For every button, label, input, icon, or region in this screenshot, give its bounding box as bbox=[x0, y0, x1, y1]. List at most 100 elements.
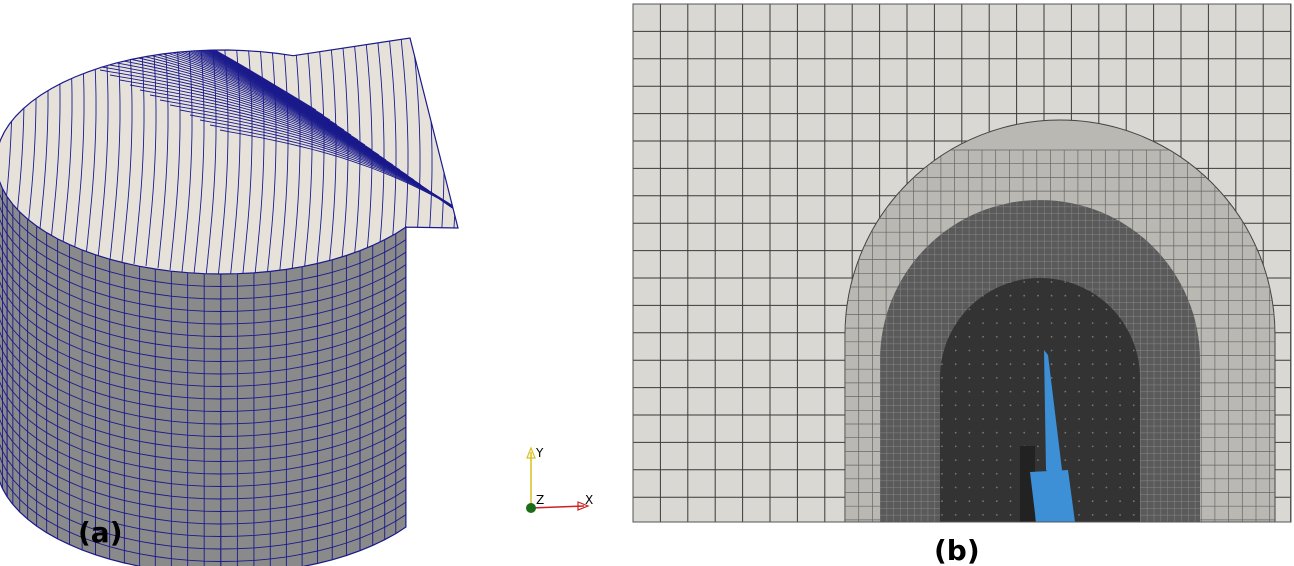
core-dot bbox=[1078, 445, 1080, 448]
core-dot bbox=[1009, 514, 1012, 516]
core-dot bbox=[1037, 390, 1039, 393]
core-dot bbox=[1009, 459, 1012, 461]
curve-grid-horizontal bbox=[0, 301, 406, 412]
core-dot bbox=[1023, 418, 1026, 420]
core-dot bbox=[1037, 445, 1039, 448]
top-grid-line bbox=[139, 89, 458, 274]
panel-a-label: (a) bbox=[78, 516, 123, 549]
core-dot bbox=[1009, 390, 1012, 393]
top-grid-line bbox=[229, 38, 241, 274]
core-dot bbox=[1050, 322, 1053, 324]
top-grid-line bbox=[0, 38, 366, 146]
z-axis-dot bbox=[526, 503, 536, 513]
top-grid-line bbox=[219, 129, 458, 274]
core-dot bbox=[1091, 500, 1094, 503]
core-dot bbox=[1091, 363, 1094, 366]
core-dot bbox=[1037, 404, 1039, 407]
core-dot bbox=[1119, 390, 1121, 393]
core-dot bbox=[1105, 335, 1108, 338]
core-dot bbox=[1078, 431, 1080, 434]
core-dot bbox=[1050, 377, 1053, 379]
core-dot bbox=[1132, 418, 1135, 420]
core-dot bbox=[1009, 404, 1012, 407]
core-dot bbox=[1078, 418, 1080, 420]
core-dot bbox=[995, 335, 998, 338]
panel-b-grid bbox=[633, 4, 1291, 522]
core-dot bbox=[1105, 486, 1108, 489]
core-dot bbox=[1105, 514, 1108, 516]
top-grid-line bbox=[0, 38, 331, 121]
core-dot bbox=[1037, 377, 1039, 379]
curve-grid-horizontal bbox=[0, 276, 406, 387]
core-dot bbox=[968, 404, 971, 407]
core-dot bbox=[1119, 377, 1121, 379]
core-dot bbox=[1078, 322, 1080, 324]
core-dot bbox=[1064, 390, 1067, 393]
core-dot bbox=[1023, 363, 1026, 366]
core-dot bbox=[1037, 322, 1039, 324]
core-dot bbox=[1078, 514, 1080, 516]
core-dot bbox=[1091, 335, 1094, 338]
core-dot bbox=[1037, 431, 1039, 434]
top-grid-line bbox=[193, 38, 205, 274]
core-dot bbox=[1009, 377, 1012, 379]
core-dot bbox=[1119, 486, 1121, 489]
core-dot bbox=[1009, 363, 1012, 366]
core-dot bbox=[1119, 418, 1121, 420]
core-dot bbox=[1119, 459, 1121, 461]
core-dot bbox=[1091, 514, 1094, 516]
core-dot bbox=[941, 500, 943, 503]
x-axis-line bbox=[530, 505, 585, 509]
top-grid-line bbox=[97, 38, 109, 259]
core-dot bbox=[1037, 349, 1039, 352]
core-dot bbox=[954, 363, 957, 366]
core-dot bbox=[1119, 514, 1121, 516]
core-dot bbox=[1119, 472, 1121, 475]
core-dot bbox=[1091, 322, 1094, 324]
core-dot bbox=[954, 335, 957, 338]
core-dot bbox=[1091, 459, 1094, 461]
core-dot bbox=[1105, 390, 1108, 393]
core-refined-region bbox=[940, 278, 1140, 522]
core-dot bbox=[1078, 486, 1080, 489]
core-dot bbox=[1119, 431, 1121, 434]
top-grid-line bbox=[205, 38, 217, 274]
core-dot bbox=[1091, 308, 1094, 311]
core-dot bbox=[1119, 445, 1121, 448]
core-dot bbox=[982, 486, 984, 489]
top-grid-line bbox=[0, 38, 338, 126]
core-dot bbox=[1078, 404, 1080, 407]
core-dot bbox=[968, 335, 971, 338]
top-grid-line bbox=[189, 114, 458, 274]
core-dot bbox=[995, 486, 998, 489]
core-dot bbox=[941, 514, 943, 516]
core-dot bbox=[1037, 363, 1039, 366]
core-dot bbox=[1009, 431, 1012, 434]
core-dot bbox=[1105, 404, 1108, 407]
top-grid-line bbox=[73, 38, 85, 255]
curve-grid-horizontal bbox=[0, 339, 406, 450]
core-dot bbox=[941, 486, 943, 489]
top-grid-line bbox=[109, 38, 121, 261]
curve-grid-horizontal bbox=[0, 351, 406, 462]
core-dot bbox=[1050, 294, 1053, 297]
core-dot bbox=[1105, 363, 1108, 366]
curve-grid-horizontal bbox=[0, 176, 406, 287]
core-dot bbox=[968, 377, 971, 379]
top-grid-line bbox=[109, 74, 458, 274]
core-dot bbox=[1064, 445, 1067, 448]
core-dot bbox=[954, 459, 957, 461]
core-dot bbox=[1091, 404, 1094, 407]
core-dot bbox=[995, 418, 998, 420]
axes-triad: Y Z X bbox=[526, 446, 593, 513]
core-dot bbox=[941, 459, 943, 461]
core-dot bbox=[968, 459, 971, 461]
core-dot bbox=[1064, 363, 1067, 366]
core-dot bbox=[968, 514, 971, 516]
z-axis-label: Z bbox=[536, 493, 544, 507]
core-dot bbox=[1091, 294, 1094, 297]
core-dot bbox=[1064, 377, 1067, 379]
core-dot bbox=[1091, 349, 1094, 352]
core-dot bbox=[982, 390, 984, 393]
core-dot bbox=[941, 445, 943, 448]
